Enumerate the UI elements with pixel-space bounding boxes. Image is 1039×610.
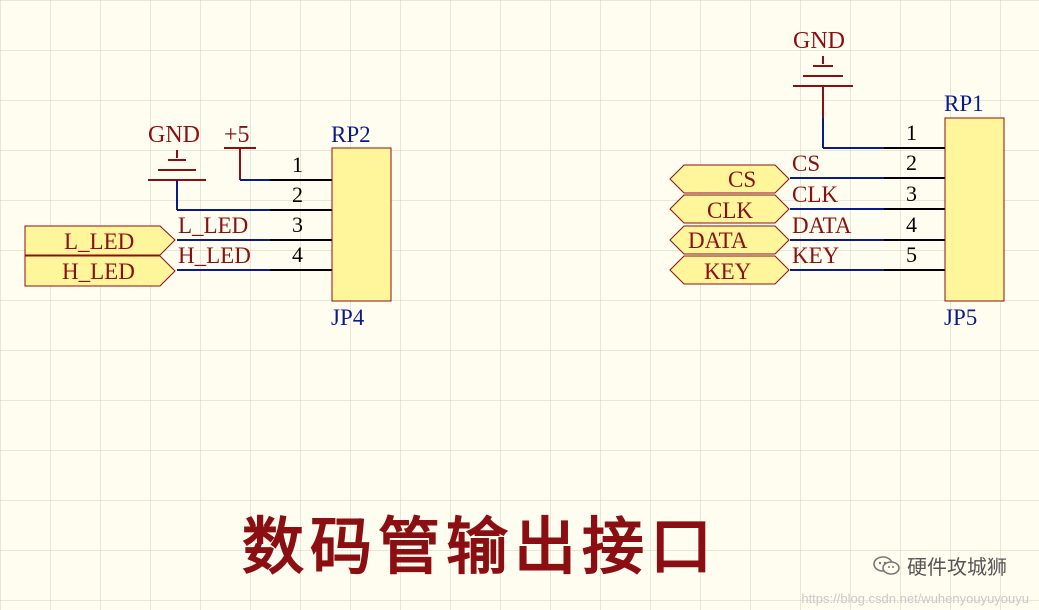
left-connector-name: JP4	[331, 305, 365, 330]
left-connector-body	[331, 147, 392, 302]
right-gnd-label: GND	[793, 28, 845, 54]
right-net-label: CS	[792, 151, 820, 176]
watermark-url: https://blog.csdn.net/wuhenyouyuyouyu	[801, 591, 1029, 606]
port-label: KEY	[704, 259, 752, 284]
left-net-label: H_LED	[178, 243, 251, 268]
left-designator: RP2	[331, 122, 371, 147]
port-data	[669, 225, 790, 255]
brand-block: 硬件攻城狮	[873, 551, 1007, 580]
right-pin-number: 4	[906, 212, 917, 237]
right-connector-body	[944, 117, 1005, 302]
port-label: DATA	[688, 228, 748, 253]
brand-name: 硬件攻城狮	[907, 555, 1007, 579]
port-label: CS	[728, 167, 756, 192]
port-clk	[669, 194, 790, 224]
right-connector: GND 1 2 3 4 5 CS CLK DATA KEY RP1 JP5 CS…	[669, 28, 1005, 330]
wechat-icon	[873, 555, 901, 577]
port-label: CLK	[707, 198, 753, 223]
left-gnd-label: GND	[148, 122, 200, 148]
right-gnd-symbol	[793, 56, 853, 118]
left-gnd-symbol	[148, 150, 206, 181]
right-pin-number: 2	[906, 150, 917, 175]
right-connector-name: JP5	[944, 305, 977, 330]
schematic-title: 数码管输出接口	[242, 510, 718, 583]
right-pin-number: 1	[906, 120, 917, 145]
port-cs	[669, 164, 790, 194]
left-net-label: L_LED	[178, 213, 248, 238]
port-l-led	[24, 225, 176, 256]
port-label: L_LED	[64, 229, 134, 254]
right-net-label: CLK	[792, 182, 838, 207]
port-label: H_LED	[62, 259, 135, 284]
left-pin-number: 4	[292, 242, 303, 267]
right-net-label: KEY	[792, 243, 840, 268]
right-pin-number: 5	[906, 242, 917, 267]
left-connector: GND +5 1 2 3 4 L_LED H_LED RP2 JP4 L_LE	[24, 122, 392, 330]
right-net-label: DATA	[792, 213, 852, 238]
right-designator: RP1	[944, 91, 984, 116]
left-pin-number: 1	[292, 152, 303, 177]
port-key	[669, 255, 790, 285]
port-h-led	[24, 255, 176, 287]
right-pin-number: 3	[906, 181, 917, 206]
left-vcc-label: +5	[224, 122, 250, 148]
left-pin-number: 3	[292, 212, 303, 237]
left-vcc-symbol	[224, 147, 256, 180]
left-pin-number: 2	[292, 182, 303, 207]
